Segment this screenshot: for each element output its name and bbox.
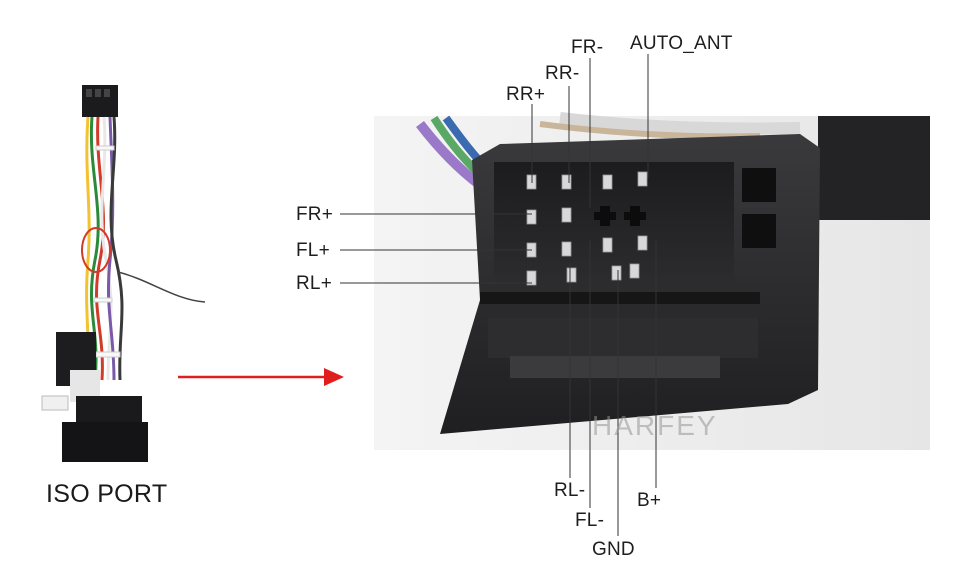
label-auto-ant: AUTO_ANT [630,33,733,54]
label-rr-minus: RR- [545,63,580,84]
pointer-arrow [178,368,344,386]
label-fl-plus: FL+ [296,240,330,261]
label-fl-minus: FL- [575,510,605,531]
label-b-plus: B+ [637,490,662,511]
label-rl-minus: RL- [554,480,586,501]
label-gnd: GND [592,539,635,560]
label-rr-plus: RR+ [506,84,546,105]
label-fr-minus: FR- [571,37,604,58]
label-fr-plus: FR+ [296,204,334,225]
leader-lines [340,54,657,536]
iso-harness-image [41,85,206,462]
empty-cavities [594,206,646,226]
connector-housing [440,134,820,434]
label-rl-plus: RL+ [296,273,332,294]
iso-port-caption: ISO PORT [46,480,168,508]
brand-watermark: HARFEY [592,410,718,441]
adjacent-module [818,116,930,220]
